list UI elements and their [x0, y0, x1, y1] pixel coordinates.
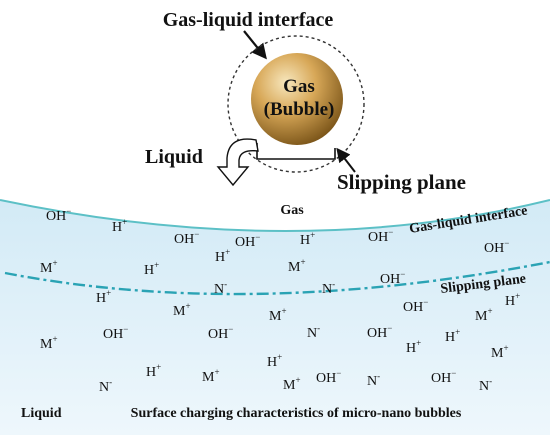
ion-label: H+ — [215, 247, 230, 265]
liquid-region — [0, 196, 550, 435]
ion-label: N- — [367, 371, 380, 389]
ion-label: M+ — [173, 301, 191, 319]
interface-pointer-arrow — [243, 30, 267, 60]
ion-label: H+ — [96, 288, 111, 306]
ion-label: H+ — [505, 291, 520, 309]
top-interface-label: Gas-liquid interface — [163, 9, 334, 31]
slipping-plane-line — [4, 260, 550, 296]
gas-liquid-interface-line — [0, 199, 550, 232]
ion-label: N- — [214, 279, 227, 297]
ion-label: H+ — [112, 217, 127, 235]
ion-label: OH− — [431, 368, 456, 386]
ion-label: OH− — [367, 323, 392, 341]
ion-label: M+ — [491, 343, 509, 361]
gas-label: Gas — [280, 203, 304, 218]
liquid-curved-arrow — [216, 138, 259, 187]
slipping-plane-bracket — [256, 143, 336, 160]
ion-label: M+ — [283, 375, 301, 393]
ion-label: N- — [99, 377, 112, 395]
ion-label: OH− — [368, 227, 393, 245]
bubble — [251, 53, 343, 145]
ion-label: OH− — [174, 229, 199, 247]
bubble-label-bubble: (Bubble) — [264, 99, 335, 120]
ion-label: M+ — [475, 306, 493, 324]
bottom-liquid-label: Liquid — [21, 406, 62, 421]
ion-label: H+ — [300, 230, 315, 248]
slipping-pointer-arrow — [336, 147, 356, 173]
ion-label: M+ — [288, 257, 306, 275]
bubble-schematic: Gas-liquid interface Gas (Bubble) Liquid… — [145, 9, 466, 194]
ion-label: N- — [307, 323, 320, 341]
ion-label: H+ — [144, 260, 159, 278]
ion-label: OH− — [46, 206, 71, 224]
ion-label: M+ — [40, 334, 58, 352]
top-liquid-label: Liquid — [145, 146, 203, 168]
ion-label: OH− — [403, 297, 428, 315]
ion-label: OH− — [103, 324, 128, 342]
ion-label: OH− — [484, 238, 509, 256]
ion-label: N- — [322, 279, 335, 297]
top-slipping-label: Slipping plane — [337, 170, 466, 194]
ion-label: OH− — [208, 324, 233, 342]
slipping-plane-circle — [227, 35, 365, 173]
ion-label: N- — [479, 376, 492, 394]
ion-label: H+ — [267, 352, 282, 370]
ion-label: M+ — [40, 258, 58, 276]
ion-label: H+ — [146, 362, 161, 380]
bubble-label-gas: Gas — [283, 76, 315, 97]
ion-label: OH− — [380, 269, 405, 287]
caption: Surface charging characteristics of micr… — [131, 406, 462, 421]
ion-label: H+ — [445, 327, 460, 345]
liquid-section: Gas Gas-liquid interface Slipping plane … — [0, 196, 550, 435]
ion-label: M+ — [202, 367, 220, 385]
ion-layer: OH−H+OH−OH−H+OH−OH−M+H+H+M+OH−H+N-N-M+M+… — [40, 206, 520, 395]
ion-label: OH− — [316, 368, 341, 386]
ion-label: H+ — [406, 338, 421, 356]
ion-label: OH− — [235, 232, 260, 250]
ion-label: M+ — [269, 306, 287, 324]
